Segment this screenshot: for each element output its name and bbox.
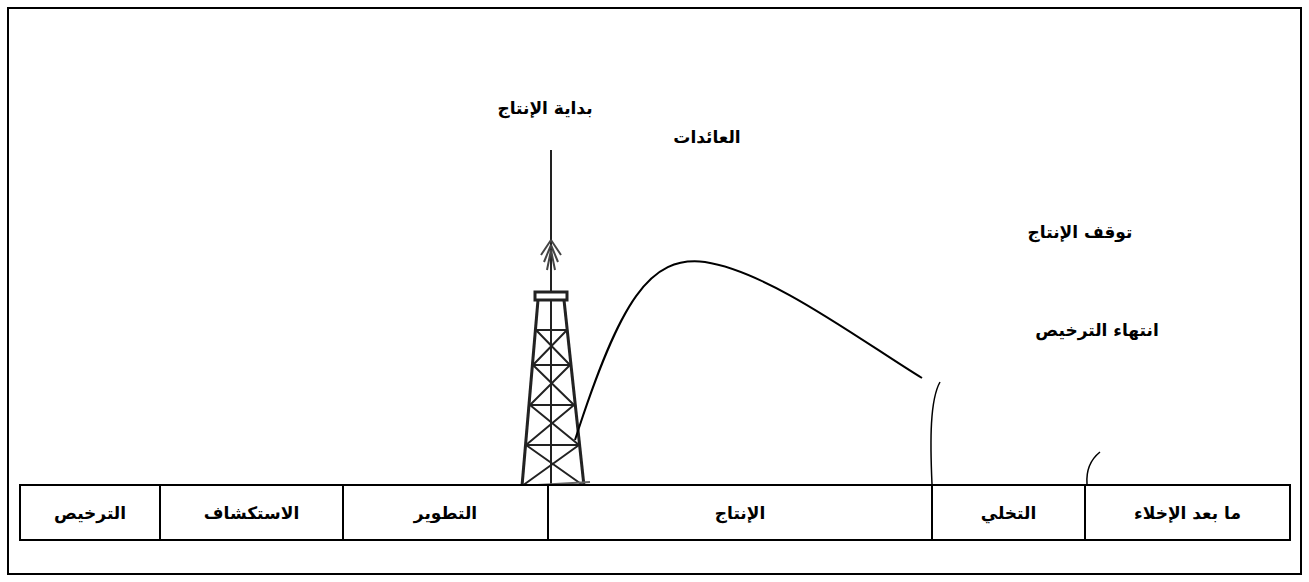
oil-derrick (520, 150, 590, 486)
event-label: انتهاء الترخيص (1033, 320, 1160, 340)
phase-label: ما بعد الإخلاء (1134, 503, 1241, 523)
phase-cell: ما بعد الإخلاء (1084, 484, 1291, 541)
phase-label: التطوير (414, 503, 477, 523)
phase-label: الترخيص (54, 503, 126, 523)
curve-label: العائدات (671, 127, 742, 147)
revenue-curve (575, 261, 922, 440)
phase-cell: الإنتاج (547, 484, 933, 541)
phase-cell: الترخيص (19, 484, 161, 541)
phase-cell: التخلي (931, 484, 1086, 541)
event-label: بداية الإنتاج (495, 98, 594, 118)
phase-label: التخلي (981, 503, 1037, 523)
leader-line (1087, 452, 1100, 484)
outer-frame (8, 8, 1301, 574)
leader-line (931, 382, 940, 484)
phase-label: الإنتاج (715, 503, 765, 523)
phase-label: الاستكشاف (204, 503, 299, 523)
phase-cell: التطوير (342, 484, 549, 541)
event-label: توقف الإنتاج (1026, 222, 1135, 242)
phase-cell: الاستكشاف (159, 484, 344, 541)
